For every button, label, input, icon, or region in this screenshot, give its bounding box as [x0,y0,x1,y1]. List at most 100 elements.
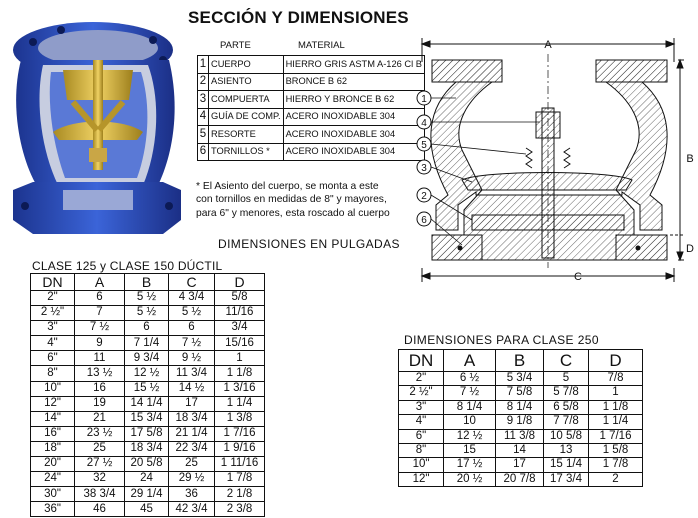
dn-cell: 12" [398,471,444,488]
part-material: BRONCE B 62 [282,72,425,91]
dimension-cell: 1 1/4 [588,414,643,430]
dn-cell: 3" [30,320,75,337]
dimension-cell: 38 3/4 [74,486,125,503]
dimension-cell: 9 [74,335,125,352]
column-header: D [588,349,643,372]
dimension-cell: 2 3/8 [214,501,265,518]
dimension-cell: 7 ½ [443,385,496,401]
dimension-cell: 36 [168,486,215,503]
dimension-cell: 5 ½ [124,289,169,307]
dn-cell: 6" [398,428,444,444]
dimension-cell: 14 [495,442,544,459]
dimension-cell: 1 1/8 [214,365,265,382]
dimension-d-label: D [686,243,694,255]
class-250-table-title: DIMENSIONES PARA CLASE 250 [404,333,599,347]
dn-cell: 10" [398,457,444,473]
dimension-cell: 42 3/4 [168,501,215,518]
dimension-cell: 1 7/8 [214,471,265,488]
dimension-cell: 10 [443,414,496,430]
dimension-cell: 1 9/16 [214,440,265,458]
dimension-cell: 3/4 [214,320,265,337]
dimension-cell: 20 5/8 [124,456,169,473]
dimension-cell: 12 ½ [443,428,496,444]
dn-cell: 20" [30,456,75,473]
part-material: ACERO INOXIDABLE 304 [282,107,425,126]
dimension-cell: 20 7/8 [495,471,544,488]
dn-cell: 4" [398,414,444,430]
part-material: HIERRO Y BRONCE B 62 [282,90,425,109]
dimension-a-label: A [544,39,552,51]
dimension-cell: 32 [74,471,125,488]
dimension-cell: 1 7/8 [588,457,643,473]
dimension-cell: 15 1/4 [543,457,589,473]
dn-cell: 2 ½" [398,385,444,401]
dimension-cell: 9 1/8 [495,414,544,430]
parts-header-material: MATERIAL [298,40,345,51]
dimension-cell: 12 ½ [124,365,169,382]
dimension-cell: 18 3/4 [124,440,169,458]
dimension-cell: 5/8 [214,289,265,307]
dimension-cell: 15 3/4 [124,410,169,427]
dimension-cell: 13 [543,442,589,459]
part-number: 3 [197,90,209,109]
dimension-cell: 11/16 [214,305,265,322]
part-name: COMPUERTA [208,90,284,109]
dimension-cell: 29 1/4 [124,486,169,503]
parts-header-part: PARTE [220,40,251,51]
dimension-cell: 7 [74,305,125,322]
dimension-cell: 7/8 [588,370,643,387]
dimension-cell: 21 [74,410,125,427]
dimension-cell: 1 3/8 [214,410,265,427]
callout-2: 2 [421,191,427,202]
dimension-cell: 2 1/8 [214,486,265,503]
dimension-cell: 1 [214,350,265,367]
dimension-cell: 11 3/4 [168,365,215,382]
dn-cell: 2" [398,370,444,387]
dimension-cell: 15 ½ [124,380,169,397]
dimension-cell: 15/16 [214,335,265,352]
column-header: B [124,273,169,291]
callout-6: 6 [421,215,427,226]
dimension-cell: 16 [74,380,125,397]
dimension-cell: 27 ½ [74,456,125,473]
table-header-row: DN A B C D [30,273,265,291]
dimension-cell: 5 ½ [168,305,215,322]
dimension-cell: 25 [74,440,125,458]
dn-cell: 12" [30,395,75,412]
dimension-cell: 21 1/4 [168,425,215,442]
dimension-cell: 13 ½ [74,365,125,382]
dn-cell: 36" [30,501,75,518]
dimension-cell: 7 7/8 [543,414,589,430]
dimension-cell: 5 ½ [124,305,169,322]
dimension-cell: 8 1/4 [443,399,496,416]
dn-cell: 3" [398,399,444,416]
dimension-cell: 11 3/8 [495,428,544,444]
dimension-cell: 17 [168,395,215,412]
dimension-cell: 14 ½ [168,380,215,397]
dn-cell: 8" [30,365,75,382]
dimension-cell: 9 3/4 [124,350,169,367]
dimension-c-label: C [574,271,582,283]
dimension-cell: 7 ½ [168,335,215,352]
column-header: DN [30,273,75,291]
part-material: ACERO INOXIDABLE 304 [282,142,425,161]
dimension-cell: 5 3/4 [495,370,544,387]
dimension-cell: 46 [74,501,125,518]
